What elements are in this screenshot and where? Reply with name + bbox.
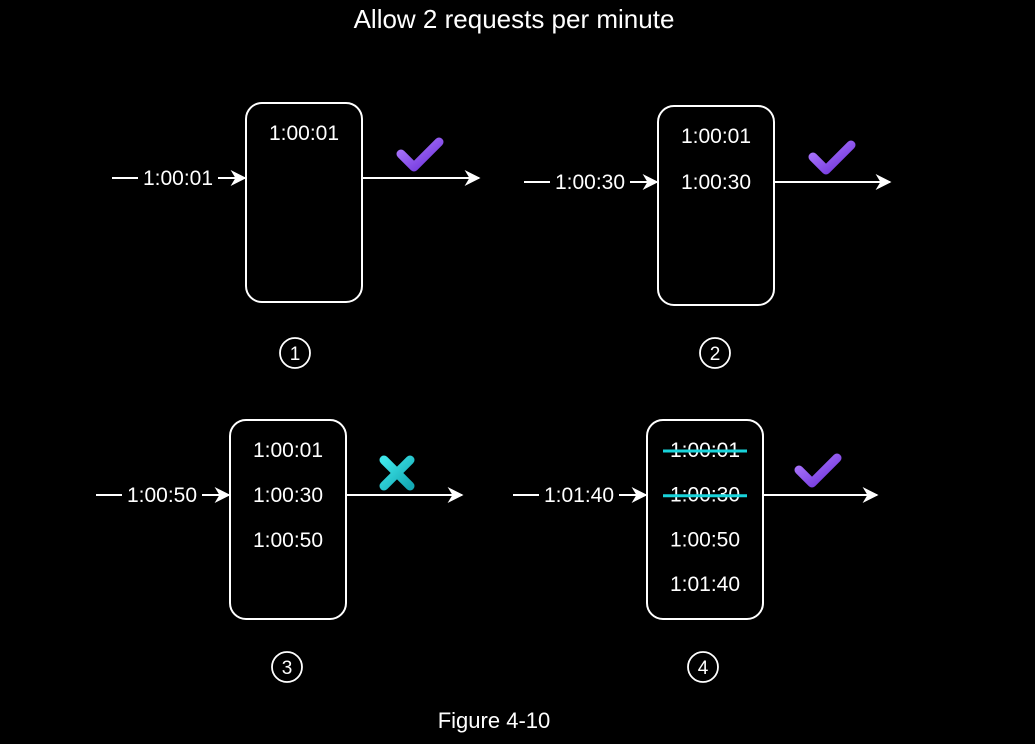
scenario-2: 1:00:30 1:00:01 1:00:30 2	[524, 105, 892, 369]
log-entry: 1:01:40	[670, 573, 740, 596]
request-log-box	[245, 102, 363, 303]
step-number: 4	[698, 658, 709, 679]
log-entry: 1:00:50	[253, 529, 323, 552]
log-entry: 1:00:30	[253, 484, 323, 507]
incoming-request-label: 1:00:30	[555, 171, 625, 194]
diagram-title: Allow 2 requests per minute	[354, 4, 675, 34]
step-number: 3	[282, 658, 293, 679]
log-entry: 1:00:01	[253, 439, 323, 462]
scenario-3: 1:00:50 1:00:01 1:00:30 1:00:50 3	[96, 419, 464, 683]
check-icon	[808, 140, 856, 175]
step-number-circle	[687, 651, 719, 683]
scenarios: 1:00:011:00:0111:00:301:00:011:00:3021:0…	[96, 102, 892, 683]
log-entry: 1:00:50	[670, 528, 740, 551]
log-entry: 1:00:30	[681, 171, 751, 194]
request-log-box	[646, 419, 764, 620]
step-number-circle	[279, 337, 311, 369]
request-log-box	[229, 419, 347, 620]
incoming-request-label: 1:00:01	[143, 167, 213, 190]
step-number: 2	[710, 344, 721, 365]
check-icon	[794, 453, 842, 488]
incoming-request-label: 1:00:50	[127, 484, 197, 507]
log-entry: 1:00:01	[681, 125, 751, 148]
step-number-circle	[271, 651, 303, 683]
incoming-request-label: 1:01:40	[544, 484, 614, 507]
figure-caption: Figure 4-10	[438, 708, 551, 733]
scenario-4: 1:01:401:00:011:00:301:00:501:01:404	[513, 419, 879, 683]
step-number: 1	[290, 344, 301, 365]
scenario-1: 1:00:01 1:00:01 1	[112, 102, 481, 369]
log-entry: 1:00:01	[269, 122, 339, 145]
step-number-circle	[699, 337, 731, 369]
request-log-box	[657, 105, 775, 306]
cross-icon	[379, 455, 415, 491]
check-icon	[396, 137, 444, 172]
